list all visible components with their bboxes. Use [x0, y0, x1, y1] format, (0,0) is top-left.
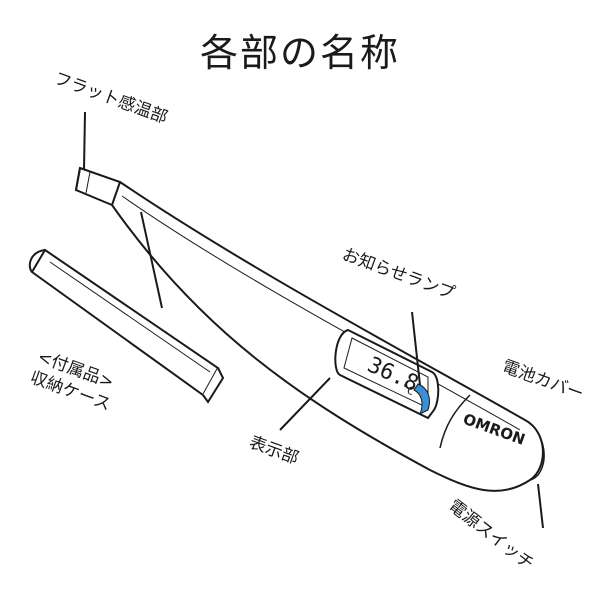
leader-power-switch	[537, 483, 544, 529]
storage-case	[28, 248, 225, 404]
diagram-title: 各部の名称	[199, 31, 400, 75]
thermometer-body	[74, 166, 545, 492]
leader-lines	[83, 111, 544, 529]
lcd-unit: °C	[399, 381, 416, 398]
leader-lamp	[411, 311, 421, 386]
leader-flat-sensor	[83, 111, 86, 171]
leader-display	[279, 377, 331, 431]
leader-case	[140, 211, 163, 309]
